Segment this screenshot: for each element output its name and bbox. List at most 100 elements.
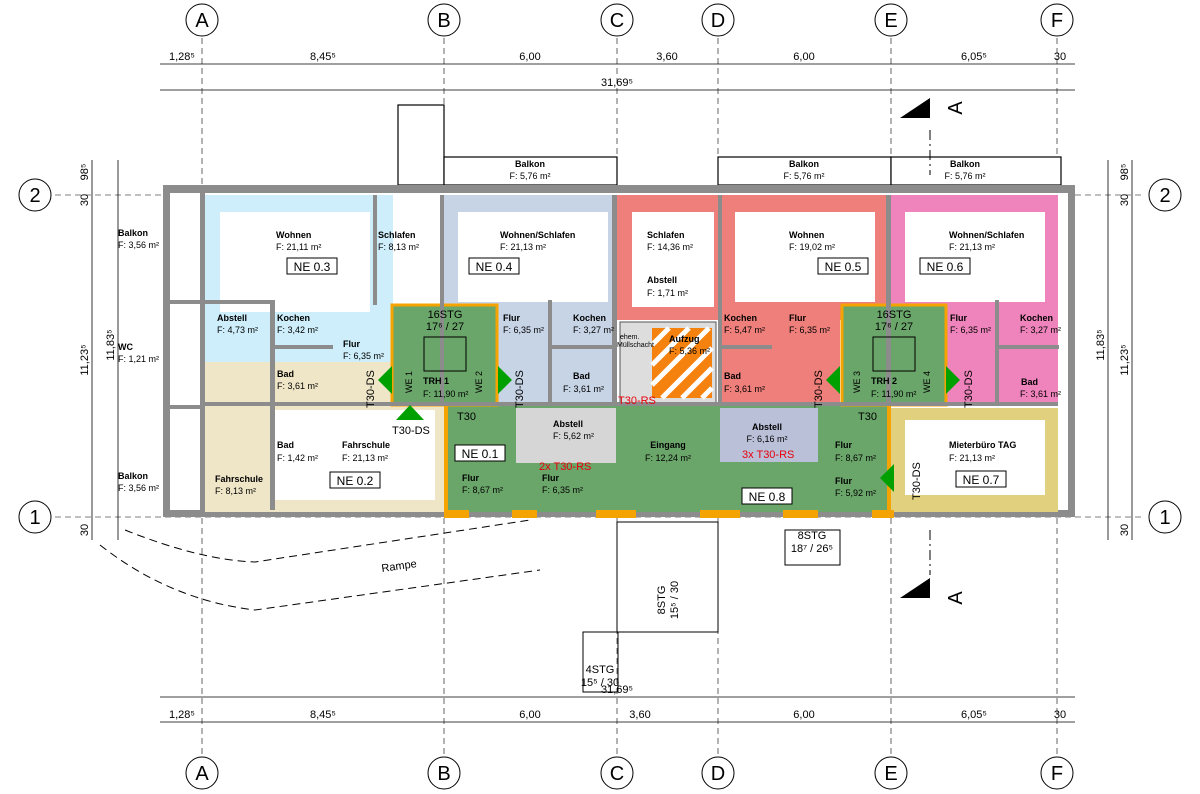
room-area: F: 8,67 m² [462, 485, 503, 495]
stair-ratio: 17⁶ / 27 [426, 321, 464, 333]
room-name: Mieterbüro TAG [949, 440, 1016, 450]
room-name: Eingang [650, 440, 686, 450]
room-name: Flur [462, 473, 479, 483]
stair-flights [423, 336, 916, 693]
room-area: F: 3,27 m² [1020, 325, 1061, 335]
ramp [99, 519, 541, 611]
room-name: Flur [542, 473, 559, 483]
room-area: F: 1,21 m² [118, 354, 159, 364]
unit-tag: NE 0.8 [749, 490, 786, 504]
room-name: WC [118, 342, 133, 352]
section-label: A [945, 101, 967, 115]
we-label: WE 1 [404, 371, 414, 393]
axis-bubbles-top [18, 3, 1182, 790]
room-area: F: 1,42 m² [277, 453, 318, 463]
room-area: F: 21,13 m² [500, 242, 546, 252]
fire-door-label: 3x T30-RS [742, 449, 794, 461]
unit-tag: NE 0.2 [337, 474, 374, 488]
dim-bottom-total: 31,69⁵ [601, 684, 633, 696]
room-area: F: 3,42 m² [277, 325, 318, 335]
dim-top-7: 30 [1054, 51, 1066, 63]
stair-ratio: 15⁵ / 30 [581, 677, 619, 689]
stair-steps: 16STG [428, 309, 463, 321]
room-name: TRH 1 [423, 376, 449, 386]
room-area: F: 6,35 m² [343, 351, 384, 361]
room-name: Bad [277, 440, 294, 450]
fire-door-label: T30-DS [365, 370, 377, 408]
dim-right-2: 30 [1119, 194, 1131, 206]
room-area: F: 5,76 m² [509, 171, 550, 181]
dim-left-5: 30 [79, 524, 91, 536]
we-label: WE 2 [474, 371, 484, 393]
room-name: Wohnen/Schlafen [949, 230, 1024, 240]
room-area: F: 5,47 m² [724, 325, 765, 335]
dim-top-total: 31,69⁵ [601, 77, 633, 89]
room-name: Bad [1021, 377, 1038, 387]
stair-ratio: 18⁷ / 26⁵ [791, 543, 833, 555]
room-name: Schlafen [378, 230, 416, 240]
room-area: F: 8,13 m² [215, 486, 256, 496]
room-area: F: 8,13 m² [378, 242, 419, 252]
dim-right-3: 11,23⁵ [1119, 344, 1131, 375]
room-area: F: 5,76 m² [944, 171, 985, 181]
room-name: Balkon [950, 159, 980, 169]
dim-right-5: 30 [1119, 524, 1131, 536]
dim-bottom-1: 1,28⁵ [169, 709, 195, 721]
room-area: F: 3,61 m² [563, 384, 604, 394]
dim-left-1: 98⁵ [79, 164, 91, 181]
exit-arrow-icons [378, 366, 960, 492]
room-name: Bad [724, 371, 741, 381]
room-area: F: 19,02 m² [789, 242, 835, 252]
fire-door-label: T30-DS [813, 370, 825, 408]
room-name: Balkon [118, 228, 148, 238]
fire-door-label: T30 [858, 411, 877, 423]
dim-left-4: 11,83⁵ [105, 329, 117, 360]
room-area: F: 6,16 m² [746, 434, 787, 444]
dim-bottom-5: 6,00 [793, 709, 814, 721]
room-name: Wohnen [789, 230, 824, 240]
room-name: Bad [277, 369, 294, 379]
room-name: Fahrschule [342, 440, 390, 450]
dim-bottom-6: 6,05⁵ [961, 709, 987, 721]
dim-top-2: 8,45⁵ [310, 51, 336, 63]
dim-top-1: 1,28⁵ [169, 51, 195, 63]
room-name: Abstell [647, 275, 677, 285]
axis-label-2-left: 2 [29, 185, 40, 207]
room-name: Balkon [789, 159, 819, 169]
room-area: F: 3,56 m² [118, 240, 159, 250]
room-name: Balkon [118, 471, 148, 481]
fire-door-label: T30-DS [514, 370, 526, 408]
room-area: F: 12,24 m² [645, 453, 691, 463]
room-name: Bad [573, 371, 590, 381]
axis-label-d-bottom: D [711, 763, 725, 785]
axis-label-e: E [884, 10, 897, 32]
balconies [397, 104, 1062, 186]
room-area: F: 5,36 m² [669, 346, 710, 356]
stair-steps: 16STG [877, 309, 912, 321]
dim-bottom-4: 3,60 [629, 709, 650, 721]
unit-tag: NE 0.1 [462, 447, 499, 461]
dim-top-3: 6,00 [519, 51, 540, 63]
dim-bottom-7: 30 [1054, 709, 1066, 721]
shaft-label-2: Müllschacht [617, 342, 654, 349]
we-label: WE 3 [852, 371, 862, 393]
room-name: Fahrschule [215, 474, 263, 484]
interior-walls [163, 193, 1059, 510]
room-name: Schlafen [647, 230, 685, 240]
room-name: Flur [503, 313, 520, 323]
elevator-hatch [650, 326, 714, 400]
axis-label-c: C [610, 10, 624, 32]
dim-top-6: 6,05⁵ [961, 51, 987, 63]
room-labels: Balkon F: 5,76 m² Balkon F: 5,76 m² Balk… [118, 159, 1061, 498]
dim-top-5: 6,00 [793, 51, 814, 63]
room-area: F: 5,92 m² [835, 488, 876, 498]
ramp-label: Rampe [381, 558, 418, 575]
room-name: Wohnen [276, 230, 311, 240]
room-area: F: 3,61 m² [1020, 389, 1061, 399]
room-name: Flur [835, 476, 852, 486]
axis-label-b: B [437, 10, 450, 32]
room-fills [205, 195, 1058, 512]
we-label: WE 4 [922, 371, 932, 393]
unit-tag: NE 0.5 [825, 260, 862, 274]
